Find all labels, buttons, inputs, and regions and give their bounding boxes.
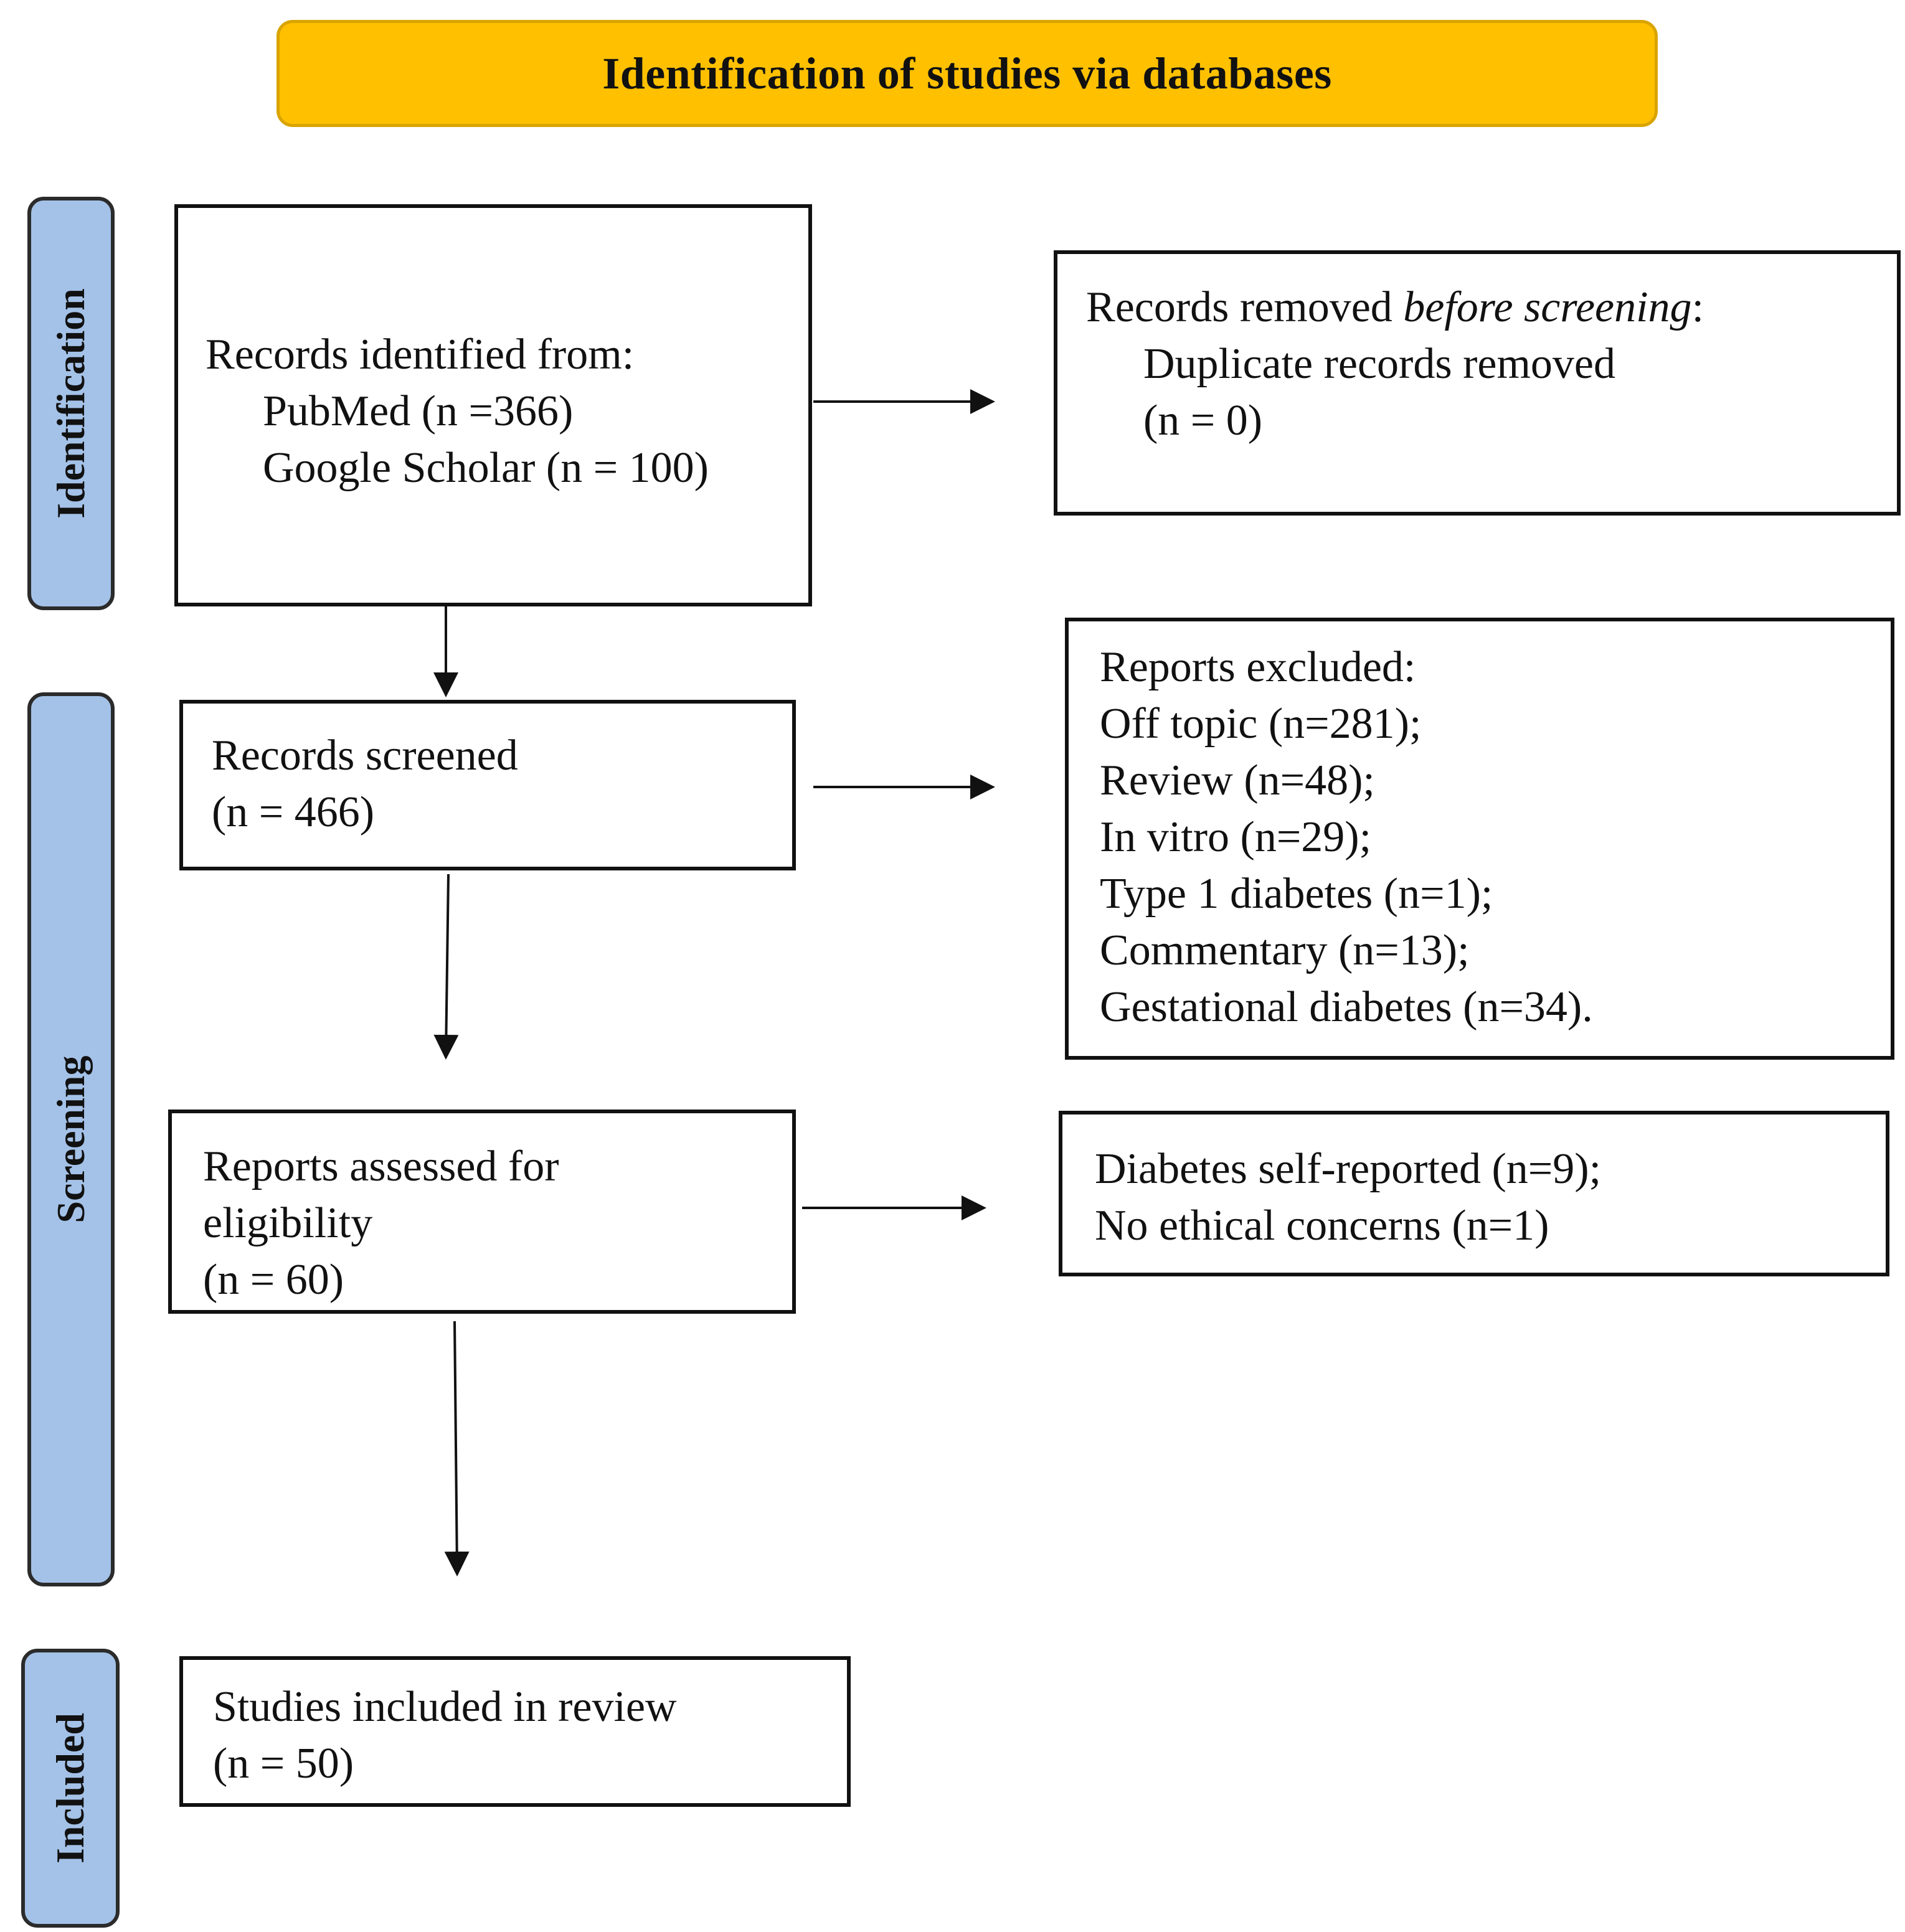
reports-excluded-item: Type 1 diabetes (n=1); <box>1100 870 1493 918</box>
records-identified-heading: Records identified from: <box>206 331 635 379</box>
stage-included: Included <box>21 1649 120 1928</box>
header-banner: Identification of studies via databases <box>277 20 1658 127</box>
records-removed-heading-suffix: : <box>1691 283 1704 331</box>
records-identified-pubmed: PubMed (n =366) <box>263 387 574 435</box>
reports-excluded-item: Commentary (n=13); <box>1100 926 1470 974</box>
records-screened-count: (n = 466) <box>212 788 375 836</box>
reports-assessed-count: (n = 60) <box>203 1256 344 1304</box>
eligibility-excluded-box: Diabetes self-reported (n=9); No ethical… <box>1059 1111 1889 1276</box>
reports-excluded-box: Reports excluded: Off topic (n=281); Rev… <box>1065 618 1894 1060</box>
records-removed-box: Records removed before screening: Duplic… <box>1054 250 1901 516</box>
records-removed-duplicates-count: (n = 0) <box>1143 397 1263 445</box>
studies-included-label: Studies included in review <box>213 1683 677 1731</box>
studies-included-count: (n = 50) <box>213 1740 354 1788</box>
reports-excluded-item: Review (n=48); <box>1100 756 1375 804</box>
reports-assessed-label-line2: eligibility <box>203 1199 373 1247</box>
records-screened-box: Records screened (n = 466) <box>179 700 796 870</box>
header-title: Identification of studies via databases <box>602 48 1332 98</box>
eligibility-excluded-item: No ethical concerns (n=1) <box>1095 1202 1549 1250</box>
reports-excluded-item: Off topic (n=281); <box>1100 700 1422 748</box>
records-identified-google-scholar: Google Scholar (n = 100) <box>263 444 709 492</box>
studies-included-box: Studies included in review (n = 50) <box>179 1656 851 1807</box>
reports-assessed-box: Reports assessed for eligibility (n = 60… <box>168 1110 796 1314</box>
eligibility-excluded-item: Diabetes self-reported (n=9); <box>1095 1145 1602 1193</box>
records-identified-box: Records identified from: PubMed (n =366)… <box>174 204 812 606</box>
reports-assessed-label-line1: Reports assessed for <box>203 1143 559 1190</box>
stage-screening: Screening <box>27 692 115 1586</box>
records-removed-heading-prefix: Records removed <box>1086 283 1404 331</box>
reports-excluded-heading: Reports excluded: <box>1100 643 1416 691</box>
reports-excluded-item: Gestational diabetes (n=34). <box>1100 983 1593 1031</box>
records-screened-label: Records screened <box>212 732 518 780</box>
stage-identification: Identification <box>27 197 115 610</box>
records-removed-heading-emphasis: before screening <box>1403 283 1692 331</box>
records-removed-duplicates: Duplicate records removed <box>1143 340 1616 388</box>
reports-excluded-item: In vitro (n=29); <box>1100 813 1372 861</box>
arrow-screened-to-assessed <box>433 874 459 1060</box>
records-removed-heading: Records removed before screening: <box>1086 279 1897 336</box>
arrow-assessed-to-included <box>444 1321 470 1576</box>
